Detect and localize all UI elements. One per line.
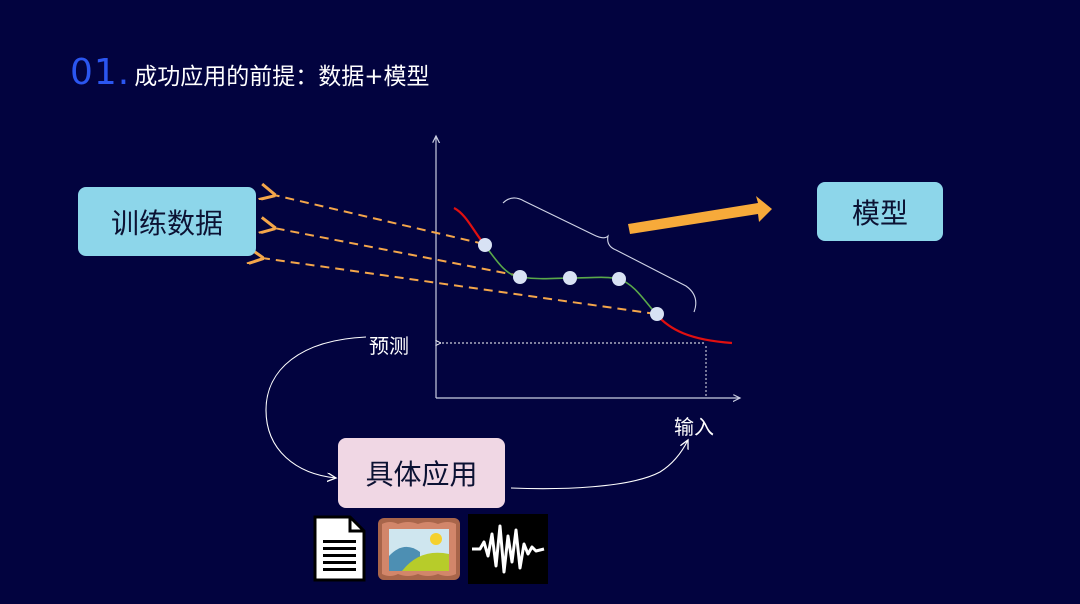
arrow-predict-to-app (265, 336, 367, 478)
dashed-arrow-3 (262, 258, 657, 315)
input-label: 输入 (674, 415, 714, 439)
dashed-arrow-1 (274, 195, 485, 245)
data-point-2 (513, 270, 527, 284)
document-icon (313, 515, 366, 582)
curve-red-right (655, 313, 733, 345)
training-data-box: 训练数据 (78, 187, 256, 256)
data-point-5 (650, 307, 664, 321)
data-point-1 (478, 238, 492, 252)
title-text: 成功应用的前提：数据+模型 (134, 64, 430, 90)
input-type-icons (312, 514, 548, 584)
big-arrow (628, 196, 772, 234)
data-point-3 (563, 271, 577, 285)
data-point-4 (612, 272, 626, 286)
curve-red-left (453, 207, 485, 245)
page-title: 01. 成功应用的前提：数据+模型 (70, 52, 430, 93)
arrow-app-to-input (510, 440, 688, 490)
dashed-arrow-2 (274, 228, 521, 277)
title-number: 01. (70, 52, 131, 93)
waveform-icon (468, 514, 548, 584)
prediction-label: 预测 (369, 334, 409, 358)
model-box: 模型 (817, 182, 943, 241)
image-icon (378, 518, 460, 580)
curly-brace (502, 197, 697, 313)
application-box: 具体应用 (338, 438, 505, 508)
